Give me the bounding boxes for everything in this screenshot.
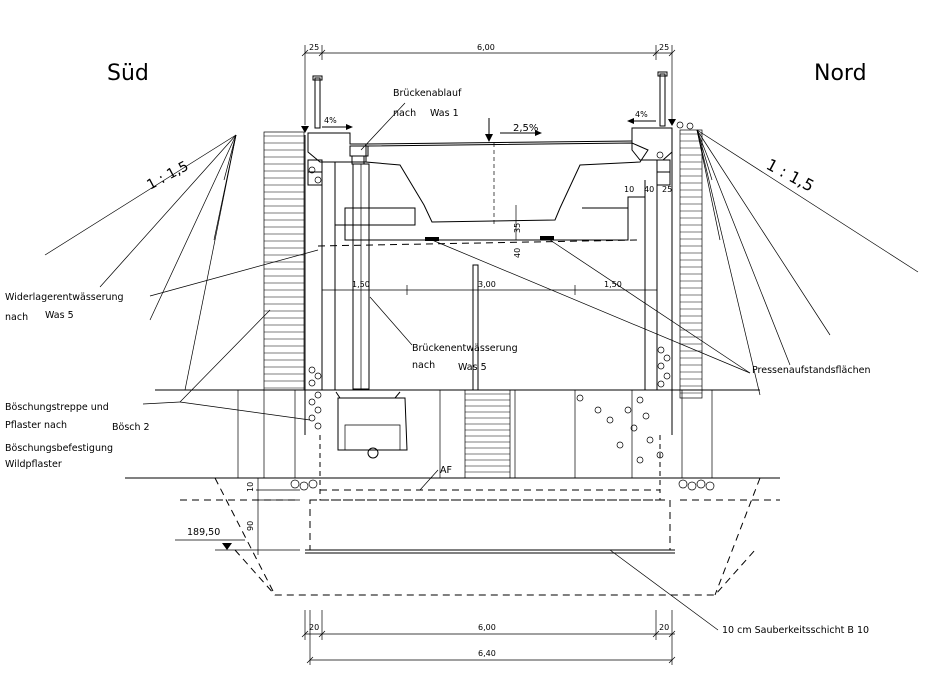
dim-top-left: 25 (309, 43, 319, 52)
pct-left: 4% (324, 116, 337, 125)
dim-bot-total: 6,40 (478, 649, 496, 658)
abutment-walls (304, 130, 673, 435)
left-cross-slope: 4% (322, 116, 353, 130)
boesch-label-4: Böschungsbefestigung (5, 443, 113, 454)
brueckenentw-label-2: nach (412, 360, 435, 371)
widerlager-label-2: nach (5, 312, 28, 323)
dim-r10: 10 (624, 185, 634, 194)
dim-bot-left: 20 (309, 623, 319, 632)
north-label: Nord (814, 61, 867, 86)
dim-v10: 10 (246, 482, 255, 492)
elevation-label: 189,50 (187, 527, 220, 538)
boesch-label-1: Böschungstreppe und (5, 402, 109, 413)
dim-top-right: 25 (659, 43, 669, 52)
leader-lines (142, 237, 751, 421)
embankment-verticals (237, 390, 713, 478)
right-cross-slope: 4% (627, 110, 656, 124)
dim-v90: 90 (246, 521, 255, 531)
brueckenentw-label-1: Brückenentwässerung (412, 343, 518, 354)
south-slope-lines (44, 134, 237, 391)
af-label: AF (440, 465, 452, 476)
foot-stones (290, 121, 715, 491)
boesch-label-5: Wildpflaster (5, 459, 62, 470)
south-stair-treads (264, 135, 304, 389)
drain-shaft (333, 389, 408, 459)
sauberkeit-label: 10 cm Sauberkeitsschicht B 10 (722, 625, 869, 636)
deck-underside: 35 40 10 40 25 (317, 161, 672, 258)
dim-top-mid: 6,00 (477, 43, 495, 52)
drain-label-2: nach (393, 108, 416, 119)
pct-right: 4% (635, 110, 648, 119)
dim-r40: 40 (644, 185, 654, 194)
north-slope-lines (696, 129, 919, 396)
foundation: AF 10 90 189,50 10 cm Sauberkeitsschicht… (125, 435, 869, 636)
dim-v35: 35 (513, 223, 522, 233)
dim-bot-right: 20 (659, 623, 669, 632)
south-slope-ratio: 1 : 1,5 (144, 158, 191, 193)
drain-pipe (352, 163, 370, 390)
brueckenentw-label-3: Was 5 (458, 362, 487, 373)
south-label: Süd (107, 61, 149, 86)
boesch-label-3: Bösch 2 (112, 422, 150, 433)
center-stair-treads (465, 393, 510, 473)
railing-posts (312, 71, 668, 129)
dim-mid-left: 1,50 (352, 280, 370, 289)
deck-slope-label: 2,5% (513, 123, 538, 134)
bridge-drain-outlet: Brückenablauf nach Was 1 (349, 88, 462, 165)
bridge-deck: 2,5% (365, 118, 649, 226)
north-stairs (679, 129, 703, 399)
north-paving (576, 346, 671, 464)
widerlager-label-1: Widerlagerentwässerung (5, 292, 124, 303)
bottom-dimension-lines: 20 6,00 20 6,40 (301, 610, 676, 665)
dim-r25: 25 (662, 185, 672, 194)
north-slope-ratio: 1 : 1,5 (763, 155, 817, 196)
north-stair-treads (680, 133, 702, 394)
drain-label-3: Was 1 (430, 108, 459, 119)
center-stairs (464, 389, 511, 479)
dim-v40: 40 (513, 248, 522, 258)
widerlager-label-3: Was 5 (45, 310, 74, 321)
pressen-label: Pressenaufstandsflächen (752, 365, 870, 376)
dim-mid-center: 3,00 (478, 280, 496, 289)
south-paving (308, 166, 322, 430)
dim-bot-mid: 6,00 (478, 623, 496, 632)
dim-mid-right: 1,50 (604, 280, 622, 289)
mid-dimension-line: 1,50 3,00 1,50 (322, 280, 657, 295)
top-dimension-line: 25 6,00 25 (301, 43, 676, 125)
boesch-label-2: Pflaster nach (5, 420, 67, 431)
drain-label-1: Brückenablauf (393, 88, 462, 99)
